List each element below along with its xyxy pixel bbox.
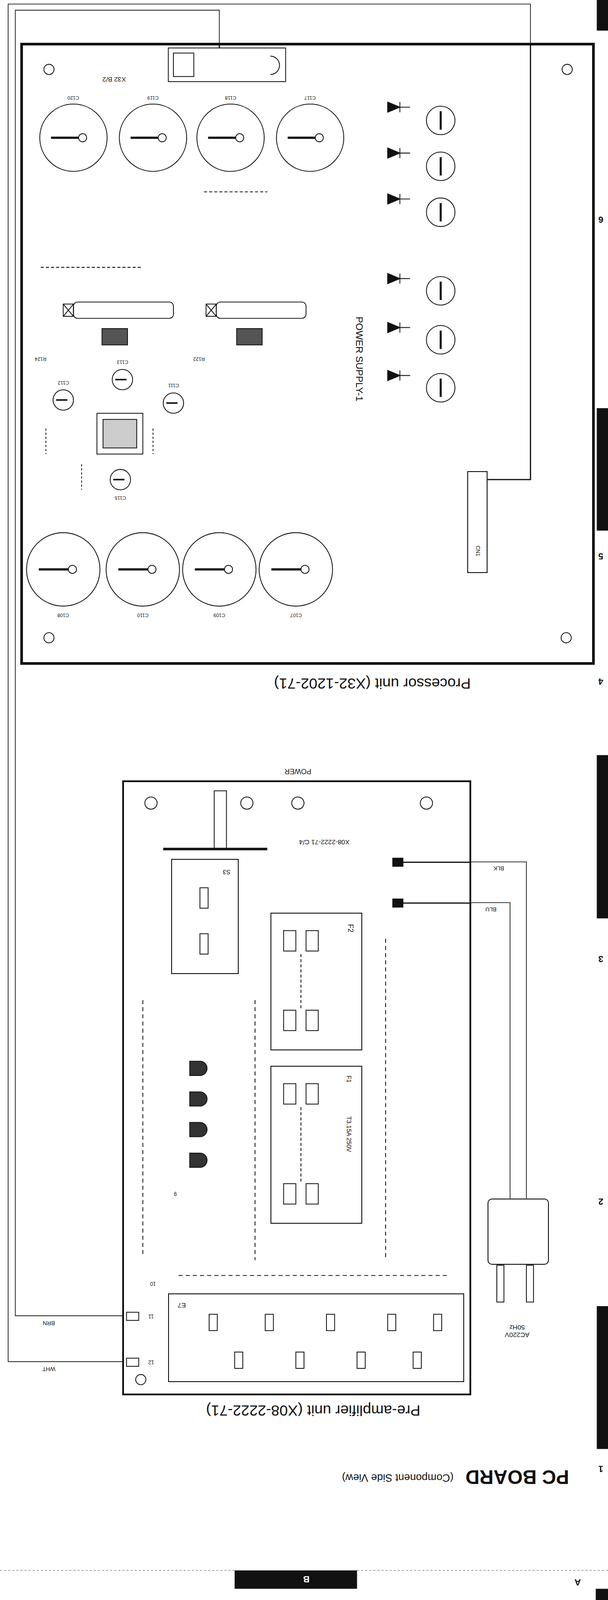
part-ref: C117 — [304, 94, 316, 101]
part-label: POWER SUPPLY-1 — [353, 316, 365, 402]
pin-number: 11 — [148, 1313, 154, 1320]
power-switch: S3 — [171, 859, 239, 975]
pin-number: 12 — [148, 1358, 154, 1366]
part-ref: C120 — [67, 94, 79, 101]
pcb-board: CN1Processor unit (X32-1202-71)POWER SUP… — [20, 42, 595, 665]
wire-color: BLK — [492, 864, 506, 872]
part-label: CN1 — [474, 545, 481, 556]
board-code: X32 B/2 — [102, 75, 126, 84]
grid-index: 4 — [598, 676, 604, 687]
grid-index: 5 — [598, 551, 604, 562]
part-ref: C108 — [57, 612, 69, 619]
part-ref: R122 — [193, 356, 205, 362]
page-title: PC BOARD — [465, 1465, 570, 1489]
pcb-board: F1T3.15A 250VF2S3E7Pre-amplifier unit (X… — [122, 780, 472, 1396]
fuse-holder: F1T3.15A 250V — [270, 1065, 363, 1224]
part-label: F1 — [345, 1075, 353, 1083]
pin-number: 9 — [173, 1190, 177, 1197]
wire-color: BLU — [484, 905, 498, 913]
subtitle: (Component Side View) — [341, 1471, 454, 1485]
wire — [471, 862, 527, 1199]
switch-label: POWER — [284, 767, 312, 776]
grid-index: A — [574, 1577, 581, 1588]
unit-heading: Pre-amplifier unit (X08-2222-71) — [206, 1402, 421, 1420]
part-ref: C107 — [290, 612, 302, 619]
part-ref: C112 — [57, 379, 69, 386]
part-ref: R124 — [34, 356, 47, 362]
pin-number: 10 — [150, 1280, 156, 1287]
part-label: T3.15A 250V — [345, 1116, 353, 1153]
part-ref: C119 — [147, 94, 159, 101]
part-ref: C109 — [213, 612, 226, 619]
wire — [471, 902, 511, 1199]
grid-index: 6 — [598, 214, 604, 225]
part-ref: C110 — [137, 612, 149, 619]
part-label: S3 — [222, 868, 231, 876]
connector: CN1 — [467, 471, 488, 574]
part-ref: C113 — [116, 359, 128, 365]
grid-index: 2 — [598, 1196, 604, 1207]
connector-strip: E7 — [168, 1293, 465, 1383]
part-label: F2 — [345, 924, 354, 933]
part-ref: C111 — [168, 382, 180, 389]
part-label: E7 — [177, 1302, 186, 1310]
grid-index: 3 — [598, 953, 604, 965]
grid-index: B — [303, 1574, 310, 1585]
part-ref: C118 — [225, 94, 237, 101]
wire — [7, 3, 531, 1362]
unit-heading: AC220V 50Hz — [501, 1323, 533, 1340]
unit-heading: Processor unit (X32-1202-71) — [273, 675, 471, 693]
fuse-holder: F2 — [270, 912, 363, 1051]
board-code: X08-2222-71 C/4 — [297, 838, 351, 847]
ac-plug: AC220V 50Hz — [487, 1198, 549, 1265]
grid-index: 1 — [598, 1463, 604, 1475]
wire-color: WHT — [41, 1365, 57, 1373]
part-ref: C115 — [114, 495, 126, 501]
wire-color: BRN — [41, 1319, 56, 1327]
